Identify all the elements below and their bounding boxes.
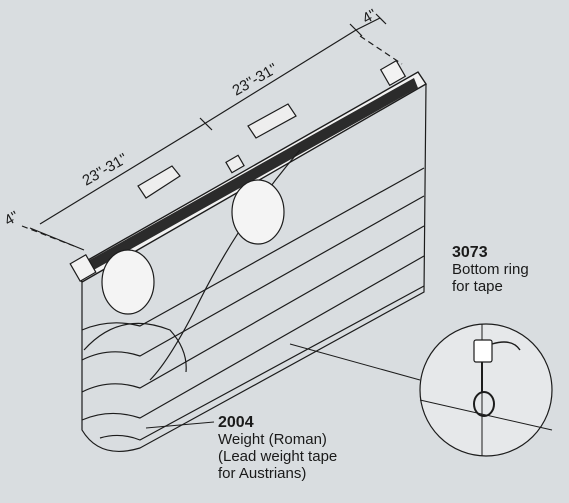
part-2004-line-3: for Austrians) bbox=[218, 465, 307, 482]
part-2004-line-2: (Lead weight tape bbox=[218, 448, 338, 465]
dimension-left-span-text: 23"-31" bbox=[80, 150, 131, 189]
dimension-right-end bbox=[355, 13, 403, 65]
leader-lines bbox=[145, 343, 421, 429]
part-3073-label: 3073 Bottom ring for tape bbox=[452, 244, 529, 295]
part-3073-code: 3073 bbox=[452, 244, 488, 261]
dimension-left-span bbox=[39, 117, 213, 225]
part-2004-code: 2004 bbox=[218, 414, 254, 431]
shade-fabric bbox=[81, 83, 427, 452]
dimension-right-span-text: 23"-31" bbox=[230, 60, 281, 99]
part-3073-line-2: for tape bbox=[452, 278, 503, 295]
dimension-left-end bbox=[21, 225, 85, 251]
mounting-brackets bbox=[137, 103, 297, 199]
part-3073-line-1: Bottom ring bbox=[452, 261, 529, 278]
ring-detail-callout bbox=[419, 323, 553, 457]
headrail bbox=[69, 59, 427, 283]
pulley-wheels bbox=[101, 179, 285, 315]
dimension-left-end-text: 4" bbox=[2, 208, 22, 230]
part-2004-line-1: Weight (Roman) bbox=[218, 431, 327, 448]
part-2004-label: 2004 Weight (Roman) (Lead weight tape fo… bbox=[218, 414, 337, 482]
dimension-right-end-text: 4" bbox=[360, 6, 380, 28]
